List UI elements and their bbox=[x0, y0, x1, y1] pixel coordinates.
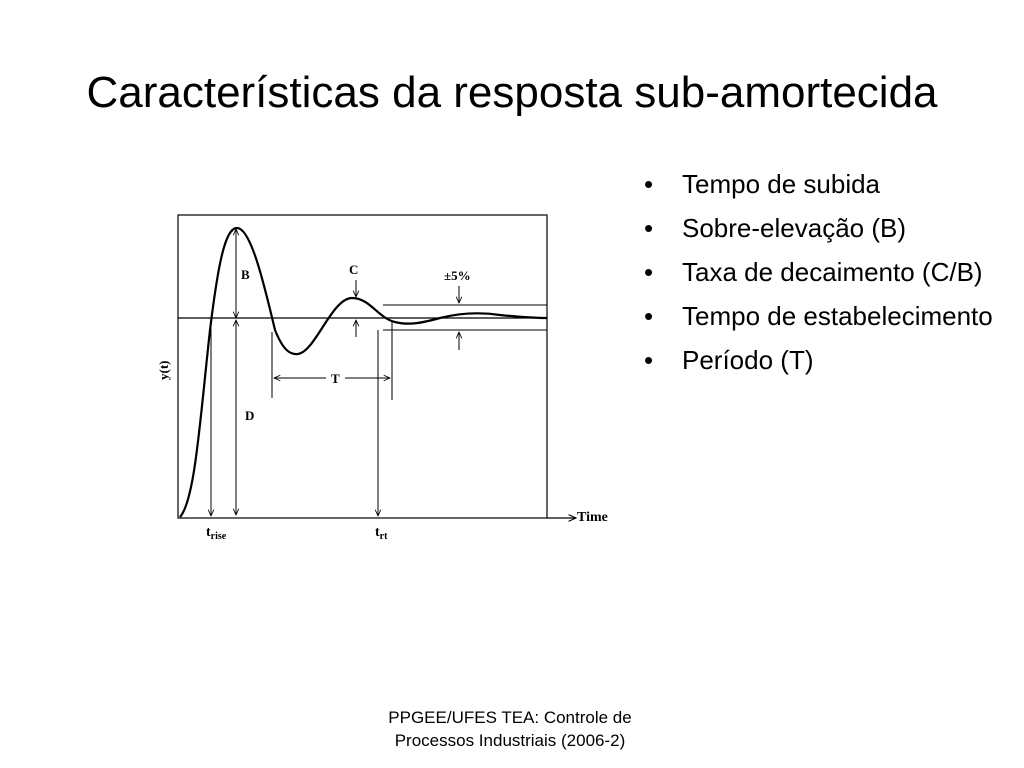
bullet-dot-icon: • bbox=[644, 213, 654, 243]
t-rt-main: t bbox=[375, 525, 380, 540]
bullet-item: • Tempo de estabelecimento bbox=[640, 297, 1010, 335]
label-T: T bbox=[331, 371, 340, 386]
bullet-text: Tempo de estabelecimento bbox=[682, 301, 993, 331]
bullet-item: • Sobre-elevação (B) bbox=[640, 209, 1010, 247]
bullet-text: Período (T) bbox=[682, 345, 814, 375]
label-B: B bbox=[241, 267, 250, 282]
y-axis-label: y(t) bbox=[156, 361, 171, 381]
bullet-dot-icon: • bbox=[644, 169, 654, 199]
t-rt-label: trt bbox=[375, 525, 388, 542]
bullet-item: • Período (T) bbox=[640, 341, 1010, 379]
bullet-item: • Taxa de decaimento (C/B) bbox=[640, 253, 1010, 291]
t-rise-label: trise bbox=[206, 525, 227, 542]
t-rt-sub: rt bbox=[380, 531, 388, 542]
bullet-list: • Tempo de subida • Sobre-elevação (B) • Ta… bbox=[640, 165, 1010, 385]
label-band: ±5% bbox=[444, 268, 471, 283]
step-response-diagram: B D trise trt C ±5% T y(t) Time bbox=[156, 214, 608, 542]
bullet-dot-icon: • bbox=[644, 257, 654, 287]
bullet-item: • Tempo de subida bbox=[640, 165, 1010, 203]
footer: PPGEE/UFES TEA: Controle de Processos In… bbox=[340, 706, 680, 752]
x-axis-label: Time bbox=[577, 510, 608, 525]
label-D: D bbox=[245, 408, 254, 423]
bullet-text: Taxa de decaimento (C/B) bbox=[682, 257, 983, 287]
plot-frame bbox=[177, 214, 548, 519]
footer-line-1: PPGEE/UFES TEA: Controle de bbox=[388, 708, 632, 727]
label-C: C bbox=[349, 262, 358, 277]
bullet-text: Sobre-elevação (B) bbox=[682, 213, 906, 243]
bullet-text: Tempo de subida bbox=[682, 169, 881, 199]
t-rise-main: t bbox=[206, 525, 211, 540]
bullet-dot-icon: • bbox=[644, 345, 654, 375]
response-curve bbox=[179, 226, 548, 518]
t-rise-sub: rise bbox=[211, 531, 227, 542]
footer-line-2: Processos Industriais (2006-2) bbox=[394, 731, 626, 750]
bullet-dot-icon: • bbox=[644, 301, 654, 331]
slide-title: Características da resposta sub-amorteci… bbox=[86, 68, 938, 117]
